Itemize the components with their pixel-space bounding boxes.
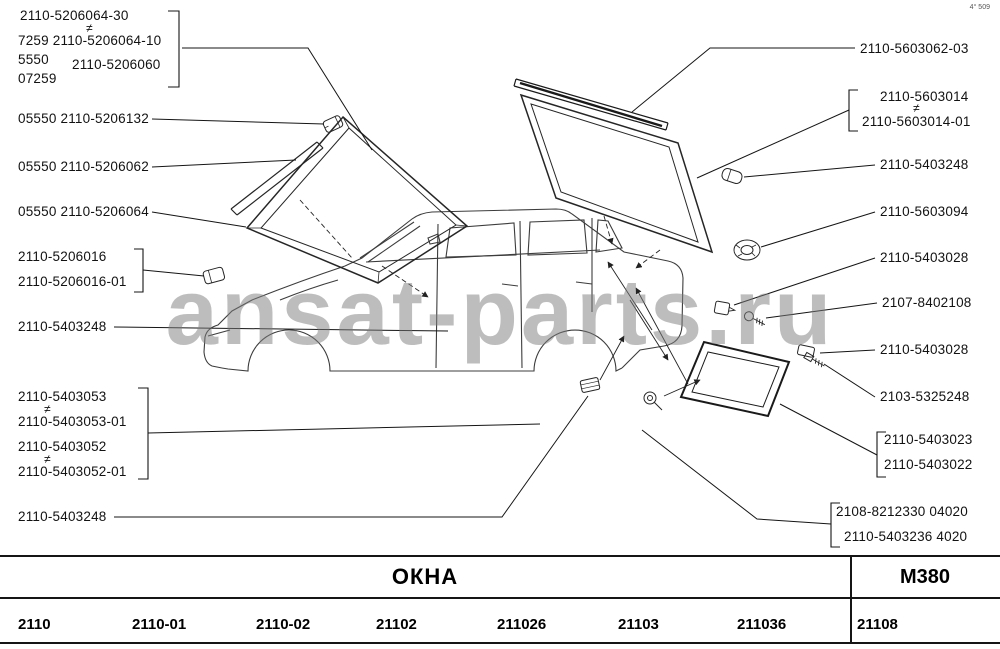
moulding-clip: [322, 115, 344, 133]
table-divider: [850, 555, 852, 644]
assembly-arrows: [299, 199, 701, 397]
model-code: 21108: [857, 616, 898, 633]
site-watermark: ansat-parts.ru: [165, 259, 835, 364]
part-label-l8: 2110-5403248: [18, 509, 107, 524]
car-outline: [203, 208, 684, 372]
clip-part-upper: [721, 168, 743, 184]
model-code: 21103: [618, 616, 659, 633]
part-label-r6: 2107-8402108: [882, 295, 972, 310]
part-label-r7: 2110-5403028: [880, 342, 969, 357]
part-label-r2b: 2110-5603014-01: [862, 114, 971, 129]
part-label-l4: 05550 2110-5206064: [18, 204, 149, 219]
part-label-r9b: 2110-5403022: [884, 457, 973, 472]
model-code: 21102: [376, 616, 417, 633]
rear-window-glass: [519, 93, 714, 254]
not-equal-symbol: ≠: [913, 101, 920, 115]
part-label-l1c: 5550: [18, 52, 49, 67]
not-equal-symbol: ≠: [44, 402, 51, 416]
windshield-glass: [245, 115, 469, 284]
grommet-part: [733, 239, 761, 261]
page-title: ОКНА: [391, 564, 459, 589]
windshield-moulding-strip: [230, 141, 324, 216]
part-label-r9a: 2110-5403023: [884, 432, 973, 447]
rear-window-moulding: [513, 78, 669, 131]
part-label-r10a: 2108-8212330 04020: [836, 504, 968, 519]
sheet-code: М380: [899, 565, 951, 588]
part-label-l7c: 2110-5403052: [18, 439, 107, 454]
cowl-clip: [202, 266, 226, 285]
model-code: 2110-01: [132, 616, 187, 633]
not-equal-symbol: ≠: [86, 21, 93, 35]
clip-part-center: [579, 377, 601, 393]
part-label-l6: 2110-5403248: [18, 319, 107, 334]
quarter-window-glass: [679, 340, 791, 418]
part-label-l3: 05550 2110-5206062: [18, 159, 149, 174]
model-code: 211036: [737, 616, 787, 633]
model-code: 2110: [18, 616, 51, 633]
pin-fastener: [643, 391, 663, 411]
part-label-l2: 05550 2110-5206132: [18, 111, 149, 126]
corner-mark: 4° 509: [969, 4, 990, 11]
table-border-top: [0, 555, 1000, 557]
model-code: 211026: [497, 616, 547, 633]
model-code: 2110-02: [256, 616, 311, 633]
label-brackets: [134, 10, 886, 548]
screw-part-upper: [743, 311, 766, 327]
not-equal-symbol: ≠: [44, 452, 51, 466]
part-label-l7b: 2110-5403053-01: [18, 414, 127, 429]
part-label-r10b: 2110-5403236 4020: [844, 529, 968, 544]
part-label-l1e: 07259: [18, 71, 57, 86]
part-label-l7a: 2110-5403053: [18, 389, 107, 404]
screw-part-lower: [803, 351, 825, 368]
table-border-bottom: [0, 642, 1000, 644]
table-border-mid: [0, 597, 1000, 599]
part-label-l5b: 2110-5206016-01: [18, 274, 127, 289]
part-label-r3: 2110-5403248: [880, 157, 969, 172]
part-label-l5a: 2110-5206016: [18, 249, 107, 264]
part-label-r5: 2110-5403028: [880, 250, 969, 265]
part-label-l1d: 2110-5206060: [72, 57, 161, 72]
leader-lines: [113, 47, 878, 525]
part-label-r8: 2103-5325248: [880, 389, 970, 404]
part-label-r1: 2110-5603062-03: [860, 41, 969, 56]
part-label-r4: 2110-5603094: [880, 204, 969, 219]
part-label-l7d: 2110-5403052-01: [18, 464, 127, 479]
part-label-r2a: 2110-5603014: [880, 89, 969, 104]
clip-part-mid: [713, 300, 737, 316]
part-label-l1b: 7259 2110-5206064-10: [18, 33, 162, 48]
part-label-l1a: 2110-5206064-30: [20, 8, 129, 23]
